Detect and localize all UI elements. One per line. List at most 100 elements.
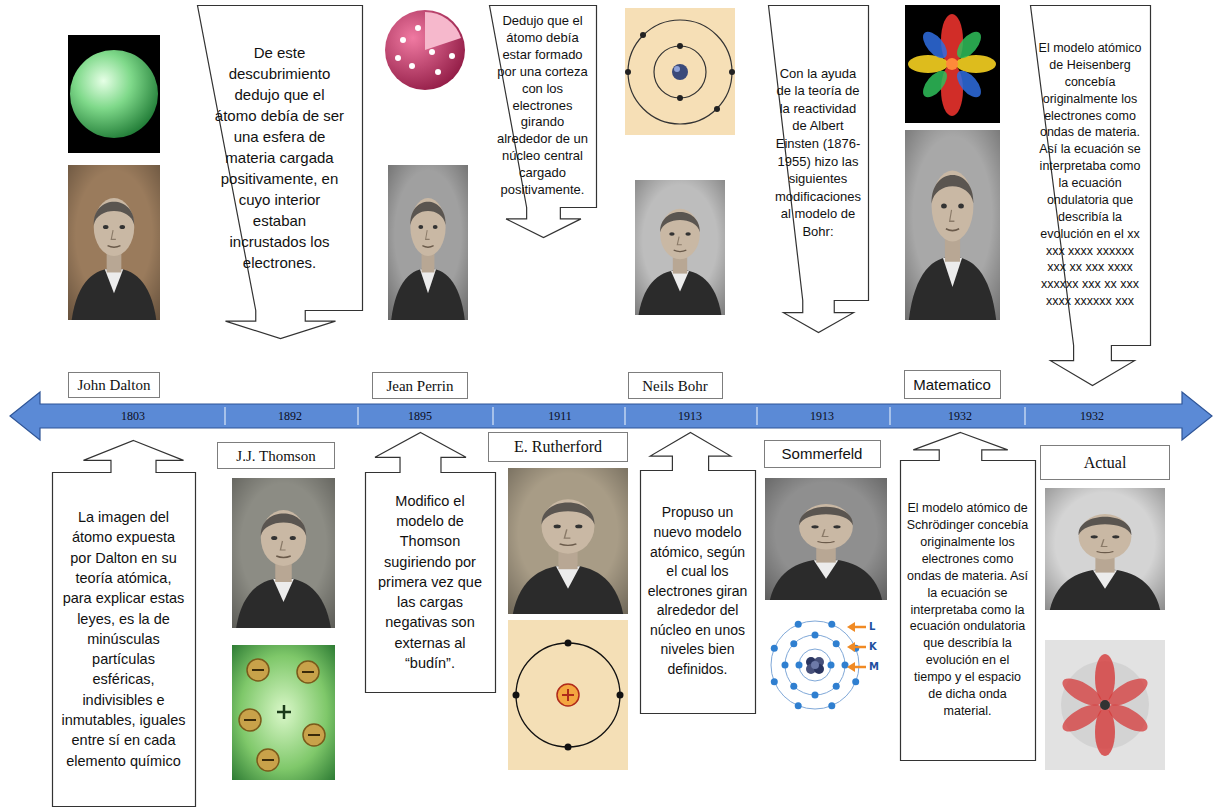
callout-text: El modelo atómico de Schrödinger concebí… [906,500,1029,719]
orbital-image [919,67,952,102]
orbital-image [946,58,958,70]
sommerfeld-atom [828,621,835,628]
perrin-atom [415,25,421,31]
orbital-image [905,5,1000,123]
rutherford-atom [513,692,520,699]
perrin-atom [395,55,401,61]
scientist-name: Matematico [913,376,991,394]
callout-text: De este descubrimiento dedujo que el áto… [213,42,346,273]
sommerfeld-atom [828,662,835,669]
sommerfeld-atom [852,678,859,685]
shell-arrow [847,662,855,672]
bohr-atom [672,64,688,80]
timeline-divider [889,407,890,425]
perrin-atom [449,53,455,59]
sommerfeld-atom [790,640,797,647]
orbital-image [953,28,986,63]
portrait-photo [508,468,628,614]
plum-pudding-model [283,705,286,719]
plum-pudding-model [232,645,335,780]
rutherford-atom [557,684,579,706]
sommerfeld-atom [833,683,840,690]
year-cell: 1932 [920,404,1000,428]
timeline-divider [1024,407,1025,425]
bohr-atom [654,46,706,98]
plum-pudding-model [239,709,261,731]
callout-box: El modelo atómico de Heisenberg concebía… [1030,5,1150,385]
shell-label: L [869,621,875,633]
callout-box: La imagen del átomo expuesta por Dalton … [52,440,195,806]
portrait-photo [68,165,160,320]
plum-pudding-model [262,759,274,761]
sommerfeld-atom [771,621,859,709]
plum-pudding-model [297,661,319,683]
scientist-name: Sommerfeld [782,445,863,463]
orbital-image [1045,640,1165,770]
orbital-image [1058,699,1105,737]
bohr-atom [628,20,732,124]
timeline-divider [492,407,493,425]
callout-body: El modelo atómico de Heisenberg concebía… [1030,5,1150,345]
orbital-image [919,28,952,63]
perrin-atom [425,12,461,50]
bohr-atom [674,66,680,72]
year-label: 1913 [678,409,702,424]
plum-pudding-model [308,734,320,736]
portrait-photo [905,130,1000,320]
bohr-atom [625,8,735,135]
plum-pudding-model [252,669,264,671]
name-box: John Dalton [68,372,160,398]
rutherford-atom [508,620,628,770]
perrin-atom [385,10,465,90]
plum-pudding-model [303,724,325,746]
sommerfeld-atom [796,662,803,669]
callout-text: Propuso un nuevo modelo atómico, según e… [647,503,748,679]
shell-arrow [854,626,866,629]
scientist-name: E. Rutherford [514,437,602,456]
sommerfeld-atom [812,632,819,639]
portrait-photo [635,180,725,315]
name-box: Actual [1040,445,1170,480]
year-cell: 1913 [650,404,730,428]
sommerfeld-atom [771,678,778,685]
year-label: 1913 [810,409,834,424]
bohr-atom [677,43,683,49]
portrait-photo [388,165,468,320]
sommerfeld-atom [771,645,778,652]
callout-outline [769,6,869,333]
year-label: 1932 [1080,409,1104,424]
callout-text: La imagen del átomo expuesta por Dalton … [60,507,187,771]
bohr-atom [714,106,720,112]
shell-arrow [847,622,855,632]
perrin-atom [429,49,435,55]
scientist-name: Jean Perrin [386,377,453,395]
year-cell: 1803 [93,404,173,428]
orbital-image [905,5,1000,123]
callout-outline [1031,6,1151,386]
callout-outline [768,5,870,334]
year-label: 1803 [121,409,145,424]
scientist-name: Actual [1084,453,1127,472]
callout-body: El modelo atómico de Schrödinger concebí… [900,460,1035,760]
orbital-image [953,67,986,102]
bohr-atom [625,8,735,135]
dalton-atom [68,35,160,153]
name-box: Matematico [904,370,1001,399]
callout-box: Con la ayuda de la teoría de la reactivi… [768,5,868,332]
sommerfeld-atom [812,692,819,699]
callout-text: El modelo atómico de Heisenberg concebía… [1036,40,1144,310]
orbital-image [1104,673,1151,711]
sommerfeld-atom [785,635,845,695]
portrait-photo [68,165,160,320]
timeline-divider [357,407,358,425]
dalton-atom [68,35,160,153]
bohr-atom [625,69,631,75]
callout-box: Propuso un nuevo modelo atómico, según e… [640,432,755,713]
scientist-name: John Dalton [78,376,151,394]
sommerfeld-atom [828,702,835,709]
sommerfeld-atom [771,621,859,709]
rutherford-atom [565,640,572,647]
plum-pudding-model [247,659,269,681]
perrin-atom [400,37,406,43]
scientist-name: J.J. Thomson [236,447,315,465]
